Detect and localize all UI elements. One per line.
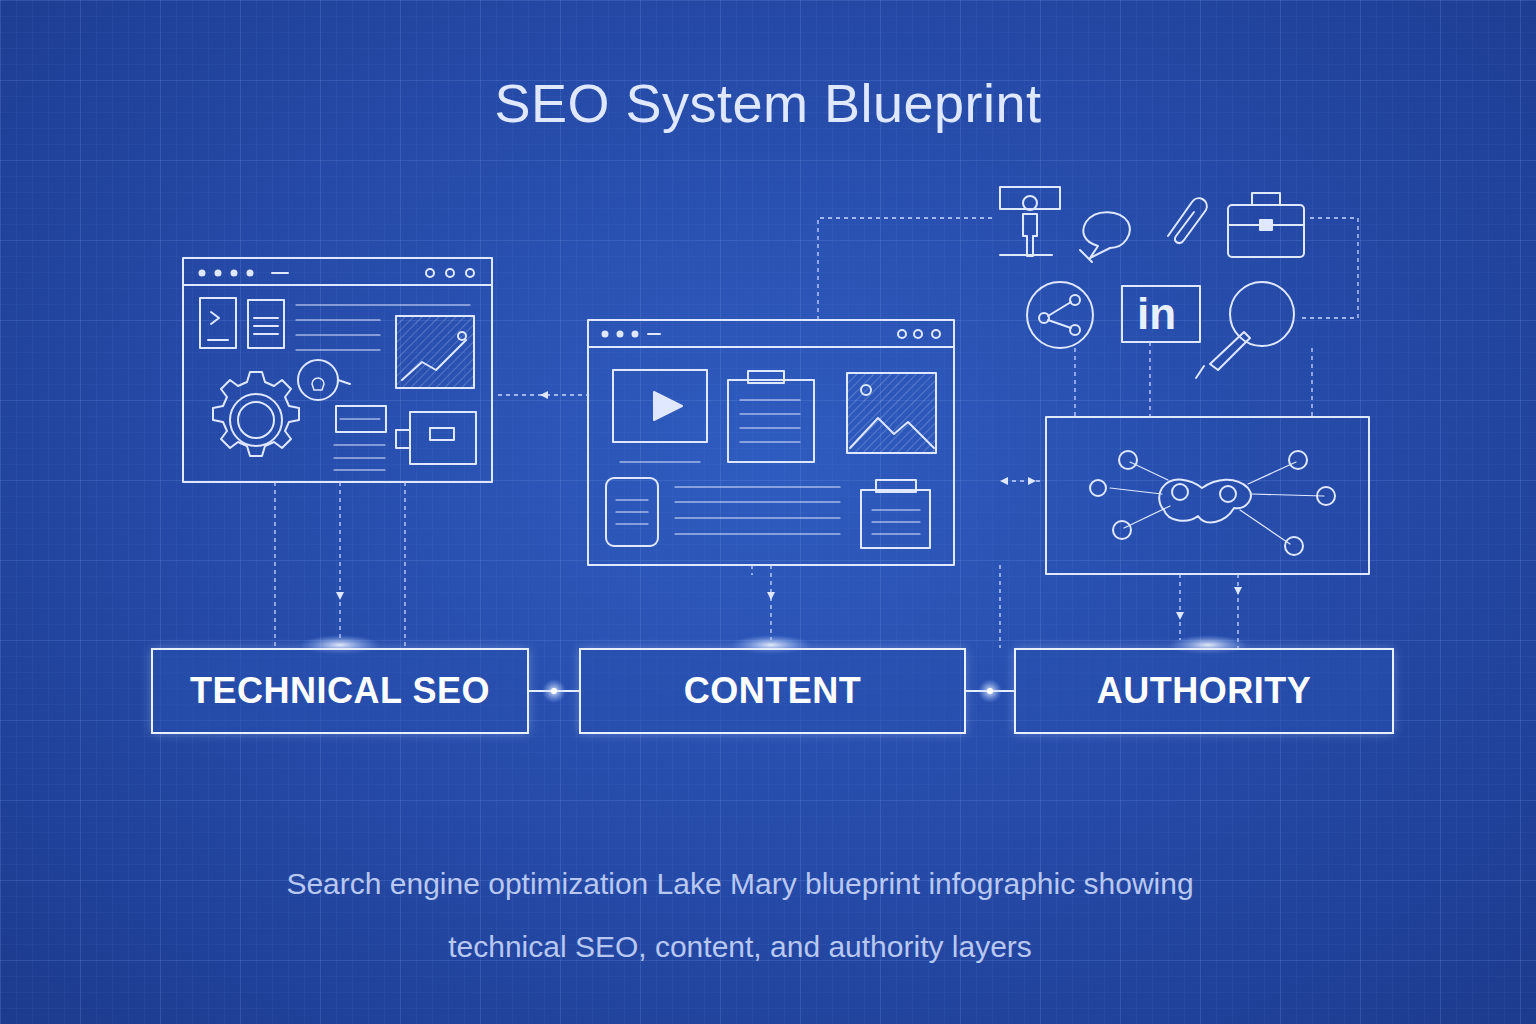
- technical-panel: [183, 258, 492, 482]
- diagram-caption: Search engine optimization Lake Mary blu…: [240, 852, 1240, 978]
- connector-glow: [542, 679, 566, 703]
- diagram-title: SEO System Blueprint: [0, 72, 1536, 134]
- layer-label: AUTHORITY: [1097, 670, 1312, 712]
- connector-dot: [551, 688, 557, 694]
- layer-box: AUTHORITY: [1014, 648, 1394, 734]
- layer-label: TECHNICAL SEO: [190, 670, 490, 712]
- authority-panel: [1046, 417, 1369, 574]
- connector-glow: [978, 679, 1002, 703]
- leader-lines: [275, 218, 1358, 648]
- content-panel: [588, 320, 954, 565]
- layer-box: TECHNICAL SEO: [151, 648, 529, 734]
- layer-label: CONTENT: [684, 670, 862, 712]
- connector-dot: [987, 688, 993, 694]
- leader-heads: [336, 391, 1242, 620]
- layer-box: CONTENT: [579, 648, 966, 734]
- linkedin-text: in: [1137, 292, 1176, 336]
- authority-icons: [1000, 187, 1304, 378]
